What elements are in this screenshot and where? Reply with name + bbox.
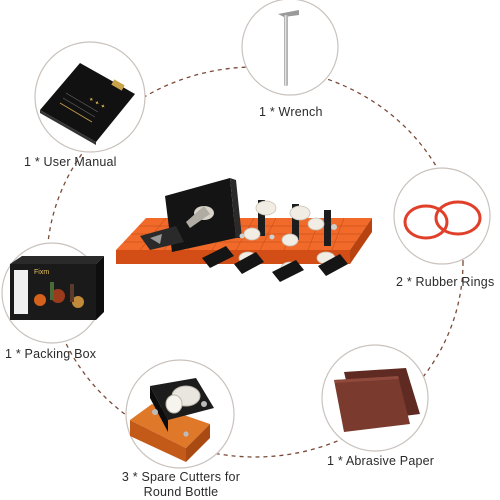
packing-box-icon: Fixm <box>10 256 104 320</box>
abrasive-paper-item <box>321 344 429 452</box>
spare-cutters-item <box>125 359 235 469</box>
spare-cutters-label-line1: 3 * Spare Cutters for <box>121 470 241 484</box>
rubber-rings-label: 2 * Rubber Rings <box>396 275 495 289</box>
wrench-icon <box>278 10 299 86</box>
rubber-rings-item <box>393 167 491 265</box>
packing-box-label: 1 * Packing Box <box>5 347 97 361</box>
box-brand-text: Fixm <box>34 269 49 276</box>
abrasive-paper-label: 1 * Abrasive Paper <box>327 454 435 468</box>
abrasive-paper-icon <box>334 368 420 432</box>
wrench-label: 1 * Wrench <box>259 105 323 119</box>
wrench-item <box>241 0 339 96</box>
user-manual-label: 1 * User Manual <box>24 155 117 169</box>
spare-cutter-icon <box>130 378 214 462</box>
spare-cutters-label-line2: Round Bottle <box>143 485 219 499</box>
packing-box-item: Fixm <box>1 242 104 344</box>
manual-icon: ✦ ✦ ✦ <box>40 63 135 145</box>
rubber-rings-icon <box>403 200 482 240</box>
bottle-cutter-icon <box>116 178 372 282</box>
user-manual-item: ✦ ✦ ✦ <box>34 41 146 153</box>
